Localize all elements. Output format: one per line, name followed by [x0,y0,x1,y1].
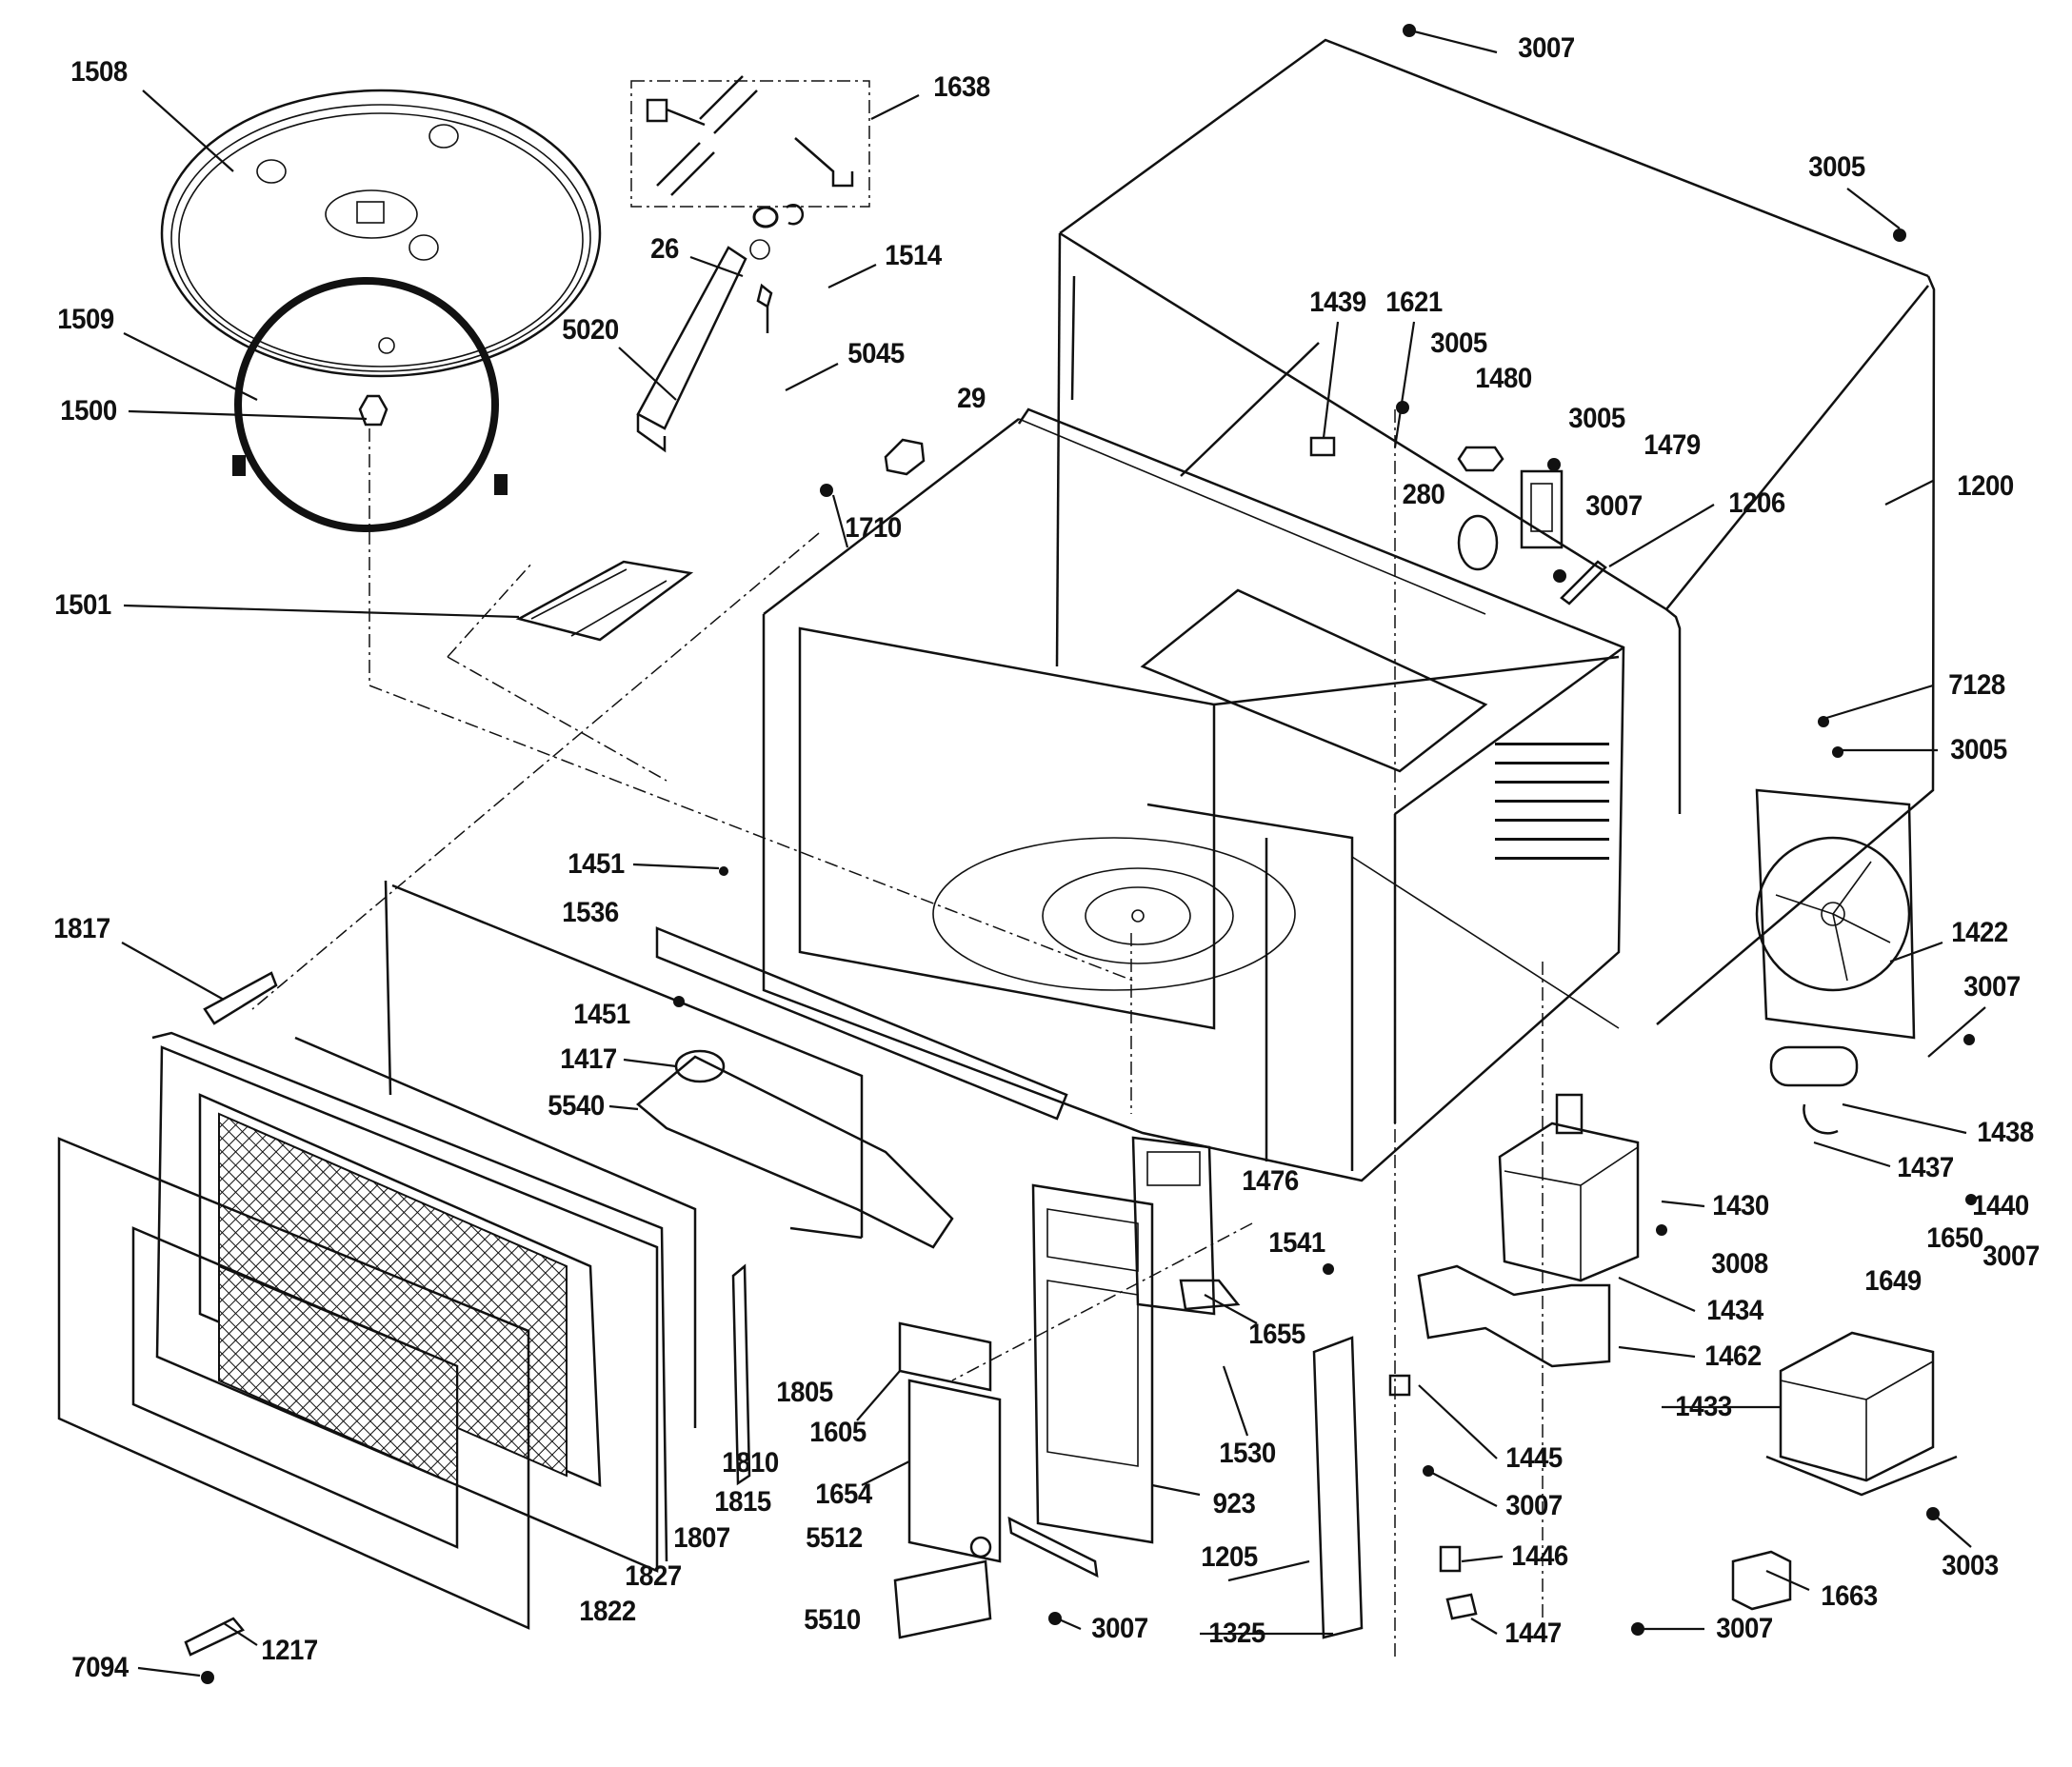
part-label-1476: 1476 [1242,1165,1299,1197]
roller-ring [232,277,508,532]
part-label-1417: 1417 [560,1043,617,1075]
part-label-3007: 3007 [1585,490,1643,522]
part-label-3005: 3005 [1808,151,1865,183]
part-label-1445: 1445 [1505,1442,1563,1474]
part-label-1649: 1649 [1864,1265,1922,1297]
part-label-1817: 1817 [53,913,110,944]
part-label-5540: 5540 [548,1090,605,1122]
part-label-1440: 1440 [1972,1190,2029,1221]
interlock-switch-bracket [1179,1279,1478,1639]
part-label-1655: 1655 [1248,1319,1305,1350]
part-label-1205: 1205 [1201,1541,1258,1573]
part-label-1815: 1815 [714,1486,771,1518]
part-label-1451: 1451 [573,999,630,1030]
part-label-1200: 1200 [1957,470,2014,502]
part-label-1514: 1514 [885,240,942,271]
part-label-26: 26 [650,233,679,265]
part-label-1822: 1822 [579,1596,636,1627]
part-label-3007: 3007 [1091,1613,1148,1644]
part-label-1433: 1433 [1675,1391,1732,1422]
part-label-5512: 5512 [806,1522,863,1554]
part-label-1509: 1509 [57,304,114,335]
part-label-3005: 3005 [1430,328,1487,359]
part-label-3007: 3007 [1518,32,1575,64]
panel-parts [893,1321,1099,1639]
part-label-1325: 1325 [1208,1618,1265,1649]
part-label-280: 280 [1402,479,1445,510]
part-label-1451: 1451 [568,848,625,880]
part-label-3007: 3007 [1716,1613,1773,1644]
waveguide-cover [447,560,694,782]
part-label-1663: 1663 [1821,1580,1878,1612]
part-label-1434: 1434 [1706,1295,1763,1326]
part-label-3007: 3007 [1963,971,2021,1003]
part-label-3008: 3008 [1711,1248,1768,1280]
part-label-1480: 1480 [1475,363,1532,394]
part-1663 [1731,1550,1792,1611]
transformer [1765,1331,1958,1497]
part-label-1654: 1654 [815,1479,872,1510]
part-label-3007: 3007 [1982,1241,2040,1272]
magnetron [1498,1093,1640,1282]
screws [201,24,1977,1684]
part-label-1422: 1422 [1951,917,2008,948]
fan-motor-assembly [1755,788,1916,1135]
part-label-7128: 7128 [1948,669,2005,701]
outer-cabinet [1055,38,1936,1025]
part-label-5510: 5510 [804,1604,861,1636]
part-label-1536: 1536 [562,897,619,928]
part-label-3003: 3003 [1942,1550,1999,1581]
part-label-1638: 1638 [933,71,990,103]
part-label-1437: 1437 [1897,1152,1954,1183]
part-label-1438: 1438 [1977,1117,2034,1148]
bracket-1217 [184,1617,245,1657]
part-label-1605: 1605 [809,1417,867,1448]
part-label-923: 923 [1212,1488,1256,1519]
part-label-1530: 1530 [1219,1438,1276,1469]
parts-kit-box [630,75,870,208]
part-label-1621: 1621 [1385,287,1443,318]
door-latch [731,1263,751,1486]
lamp-assembly [1309,436,1607,606]
leader-lines [121,30,1986,1678]
part-label-1827: 1827 [625,1560,682,1592]
part-29 [884,438,926,476]
part-label-1541: 1541 [1268,1227,1325,1259]
turntable-tray [160,89,602,378]
part-label-1217: 1217 [261,1635,318,1666]
part-label-3007: 3007 [1505,1490,1563,1521]
part-label-7094: 7094 [71,1652,129,1683]
part-label-1810: 1810 [722,1447,779,1479]
door-frame [384,880,1068,1249]
control-panel [1031,1136,1216,1544]
bracket-1817 [203,971,278,1025]
part-label-1807: 1807 [673,1522,730,1554]
air-duct [1417,1264,1611,1368]
part-label-1501: 1501 [54,589,111,621]
part-label-1508: 1508 [70,56,128,88]
part-label-1439: 1439 [1309,287,1366,318]
part-label-1447: 1447 [1504,1618,1562,1649]
part-label-1446: 1446 [1511,1540,1568,1572]
part-label-29: 29 [957,383,986,414]
coupler-arm [636,204,805,453]
part-label-1710: 1710 [845,512,902,544]
part-label-3005: 3005 [1950,734,2007,765]
part-label-1462: 1462 [1704,1340,1762,1372]
part-label-1479: 1479 [1644,429,1701,461]
part-label-1805: 1805 [776,1377,833,1408]
part-label-5045: 5045 [847,338,905,369]
part-label-1206: 1206 [1728,487,1785,519]
part-label-3005: 3005 [1568,403,1625,434]
part-label-5020: 5020 [562,314,619,346]
part-label-1500: 1500 [60,395,117,427]
door-assembly [57,1031,697,1630]
part-label-1430: 1430 [1712,1190,1769,1221]
part-label-1650: 1650 [1926,1222,1983,1254]
